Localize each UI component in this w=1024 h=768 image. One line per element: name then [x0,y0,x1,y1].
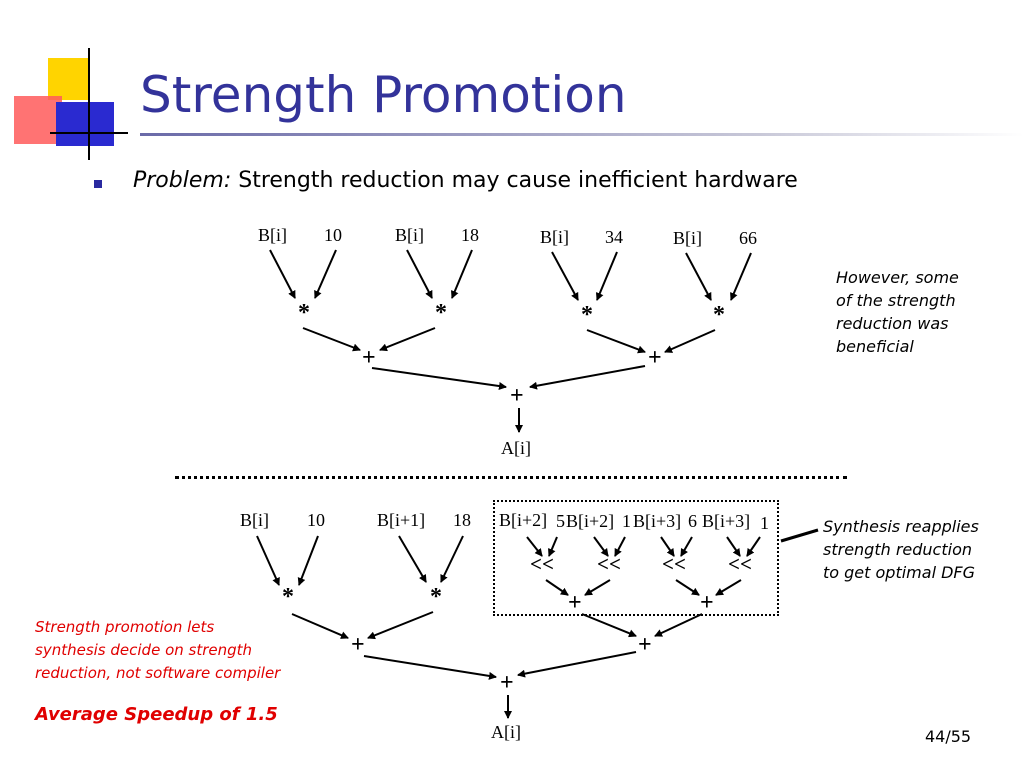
dfg-bottom-shift: << [662,552,686,576]
note-line: beneficial [836,337,914,356]
dfg-bottom-shift-input: B[i+2] [566,511,615,531]
dfg-top-input: 18 [461,225,479,245]
dfg-bottom-add: + [500,670,514,696]
dfg-bottom-shift: << [530,552,554,576]
dfg-bottom-shift-input: B[i+3] [702,511,751,531]
dfg-bottom-shift-input: 5 [556,511,565,531]
dfg-bottom-add: + [568,590,582,616]
dfg-top-input: 66 [739,228,757,248]
dfg-bottom-add: + [351,632,365,658]
bullet-label: Problem: [133,168,232,193]
bullet-icon [94,180,102,188]
dfg-top-mult: * [581,302,593,328]
bullet-problem: Problem: Strength reduction may cause in… [133,168,798,193]
dfg-bottom-input: 18 [453,510,471,530]
title-rule [140,133,1024,136]
dfg-top-input: 10 [324,225,342,245]
dfg-top-add: + [510,383,524,409]
dfg-bottom-add: + [700,590,714,616]
dfg-bottom-input: 10 [307,510,325,530]
dfg-bottom-add: + [638,632,652,658]
dfg-top-output: A[i] [501,438,531,458]
note-synthesis: Synthesis reapplies strength reduction t… [823,515,979,584]
dfg-top-add: + [648,345,662,371]
dfg-bottom-input: B[i+1] [377,510,426,530]
dfg-bottom-shift: << [597,552,621,576]
note-line: strength reduction [823,540,972,559]
dfg-bottom-shift-input: 1 [622,511,631,531]
dfg-top-add: + [362,345,376,371]
note-line: However, some [836,268,959,287]
note-line: to get optimal DFG [823,563,976,582]
note-line: Strength promotion lets [35,618,215,636]
note-promotion: Strength promotion lets synthesis decide… [35,616,280,685]
slide-title: Strength Promotion [140,66,627,124]
dfg-bottom-shift-input: B[i+3] [633,511,682,531]
speedup-label: Average Speedup of 1.5 [35,704,278,725]
dfg-top-input: B[i] [673,228,702,248]
dfg-bottom-mult: * [430,584,442,610]
dfg-top-mult: * [298,300,310,326]
shift-group-box [493,500,779,616]
bullet-body: Strength reduction may cause inefficient… [231,168,798,193]
dfg-top-input: B[i] [258,225,287,245]
note-line: reduction was [836,314,949,333]
dfg-bottom-output: A[i] [491,722,521,742]
note-line: synthesis decide on strength [35,641,253,659]
note-line: of the strength [836,291,956,310]
dfg-bottom-shift-input: B[i+2] [499,510,548,530]
dfg-top-input: B[i] [540,227,569,247]
dfg-bottom-mult: * [282,584,294,610]
page-number: 44/55 [925,727,972,746]
logo-decoration [0,0,140,165]
dfg-bottom-input: B[i] [240,510,269,530]
dfg-top-mult: * [435,300,447,326]
note-beneficial: However, some of the strength reduction … [836,266,959,358]
note-line: reduction, not software compiler [35,664,281,682]
dfg-top-mult: * [713,302,725,328]
dfg-bottom-shift-input: 6 [688,511,697,531]
dfg-top-input: B[i] [395,225,424,245]
dfg-bottom-shift-input: 1 [760,513,769,533]
dotted-separator [175,476,847,479]
note-line: Synthesis reapplies [823,517,979,536]
dfg-top-input: 34 [605,227,623,247]
dfg-bottom-shift: << [728,552,752,576]
